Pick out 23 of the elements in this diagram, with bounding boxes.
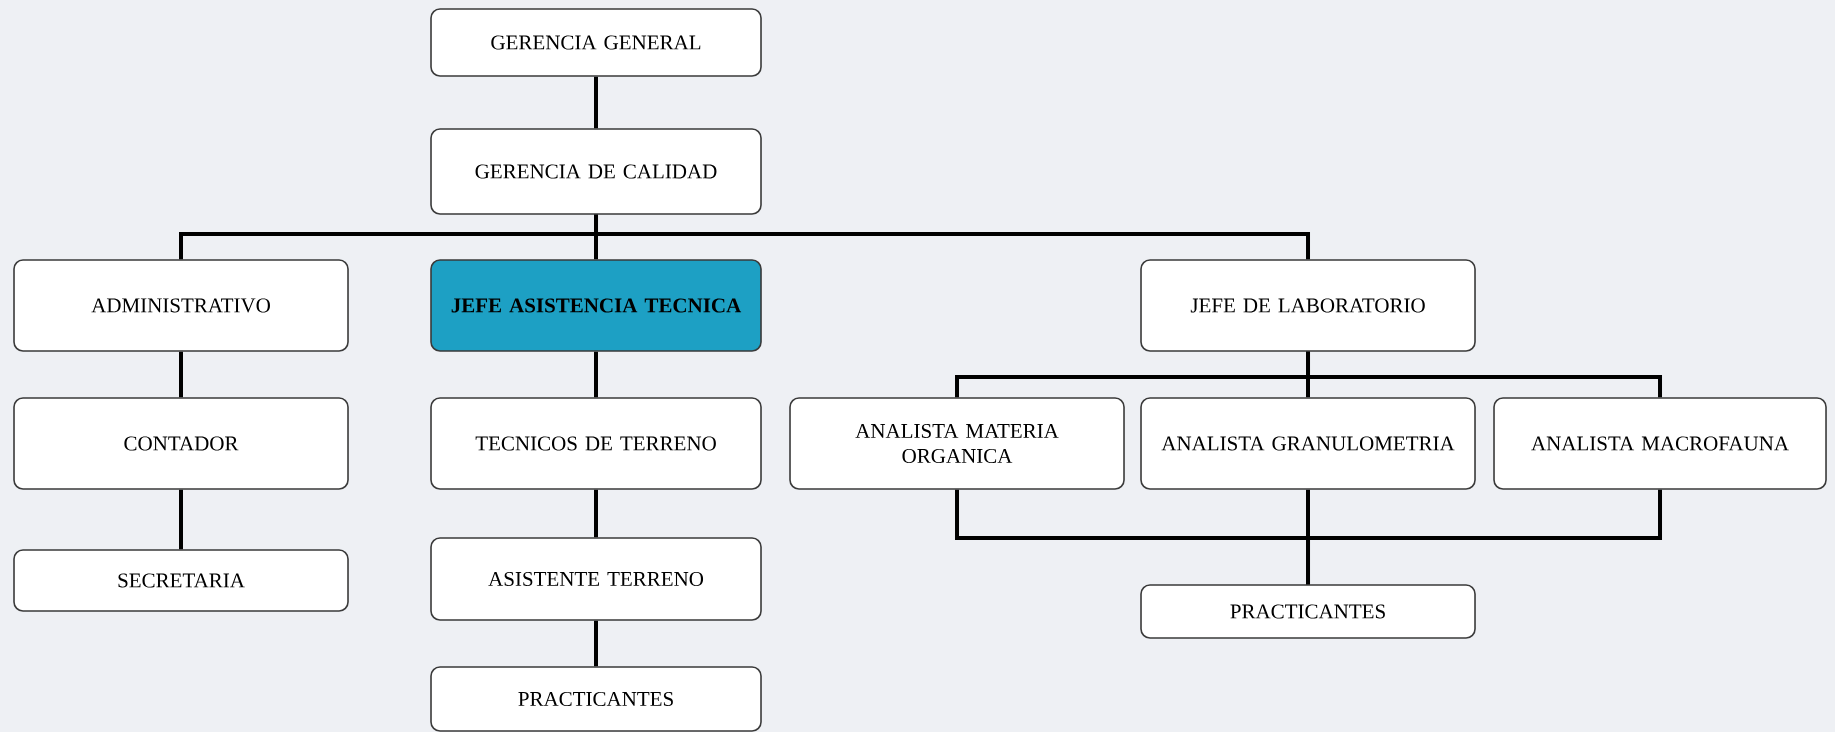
position-box: ANALISTA MATERIA ORGANICA <box>789 397 1125 490</box>
position-box: ASISTENTE TERRENO <box>430 537 762 621</box>
position-box: ANALISTA MACROFAUNA <box>1493 397 1827 490</box>
position-box: GERENCIA DE CALIDAD <box>430 128 762 215</box>
position-box: CONTADOR <box>13 397 349 490</box>
connector-line <box>594 489 598 538</box>
connector-line <box>1306 489 1662 585</box>
position-box: PRACTICANTES <box>1140 584 1476 639</box>
highlighted-box: JEFE ASISTENCIA TECNICA <box>430 259 762 352</box>
position-box: PRACTICANTES <box>430 666 762 732</box>
connector-line <box>594 76 598 129</box>
position-box: ANALISTA GRANULOMETRIA <box>1140 397 1476 490</box>
position-box: ADMINISTRATIVO <box>13 259 349 352</box>
connector-line <box>179 351 183 398</box>
position-box: SECRETARIA <box>13 549 349 612</box>
position-box: JEFE DE LABORATORIO <box>1140 259 1476 352</box>
connector-line <box>594 620 598 667</box>
position-box: TECNICOS DE TERRENO <box>430 397 762 490</box>
position-box: GERENCIA GENERAL <box>430 8 762 77</box>
connector-line <box>594 351 598 398</box>
connector-line <box>1306 351 1662 398</box>
connector-line <box>179 489 183 550</box>
connector-line <box>594 214 1310 260</box>
